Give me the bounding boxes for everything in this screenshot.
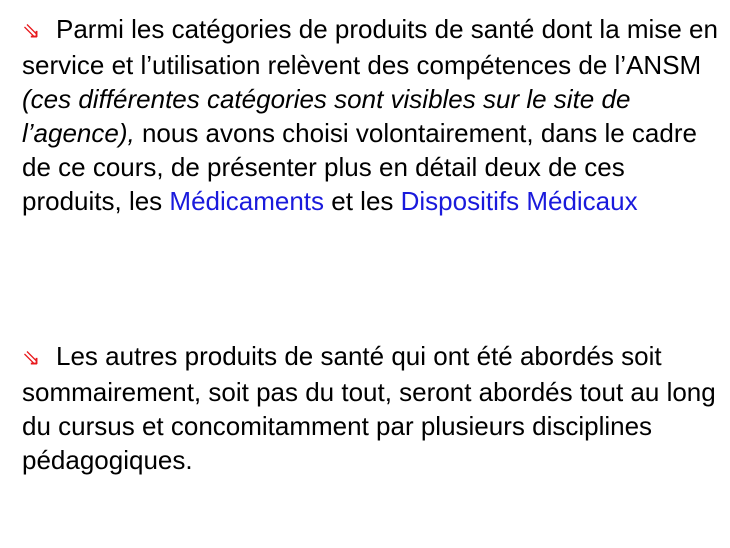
paragraph-ansm-categories: ⇘Parmi les catégories de produits de san… bbox=[22, 12, 722, 218]
paragraph-1-text-before: Parmi les catégories de produits de sant… bbox=[22, 14, 718, 80]
paragraph-1-italic-note: (ces différentes catégories sont visible… bbox=[22, 84, 631, 148]
paragraph-1-text-middle: nous avons choisi volontairement, dans l… bbox=[22, 118, 697, 216]
arrow-bullet-icon: ⇘ bbox=[22, 345, 41, 370]
paragraph-other-products: ⇘Les autres produits de santé qui ont ét… bbox=[22, 339, 722, 477]
paragraph-2-text: Les autres produits de santé qui ont été… bbox=[22, 341, 716, 475]
highlight-medicaments: Médicaments bbox=[169, 186, 325, 216]
highlight-dispositifs-medicaux: Dispositifs Médicaux bbox=[400, 186, 638, 216]
paragraph-1-text-between: et les bbox=[324, 186, 401, 216]
arrow-bullet-icon: ⇘ bbox=[22, 18, 41, 43]
